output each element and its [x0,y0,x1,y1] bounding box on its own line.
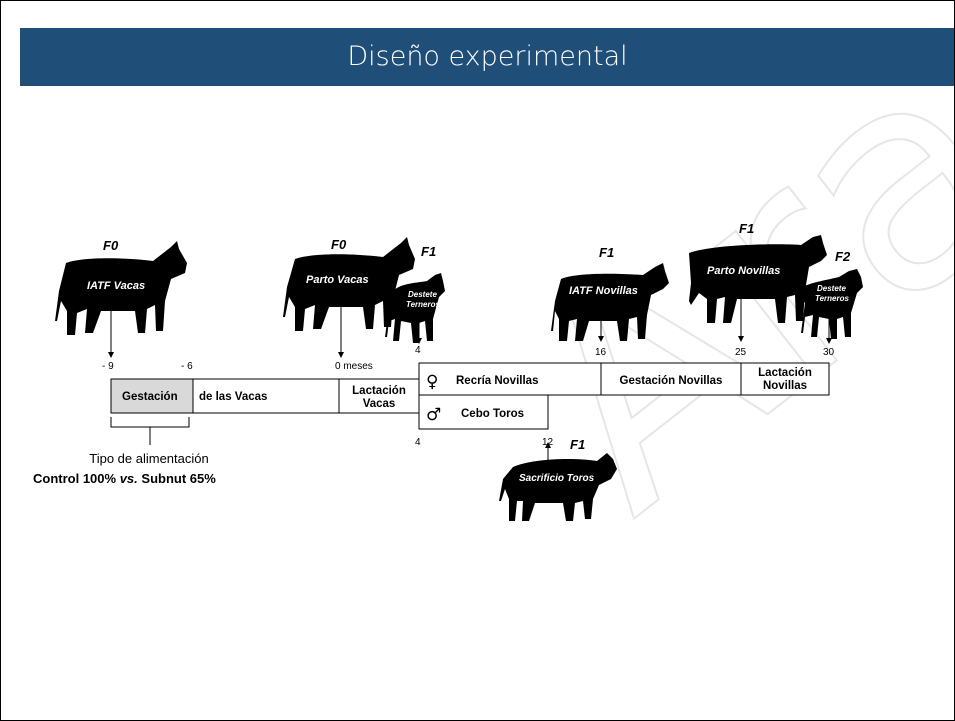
label-iatf-novillas: IATF Novillas [569,285,638,297]
label-destete-1b: Terneros [406,300,440,309]
tick-minus-9: - 9 [102,361,114,372]
gen-f0-parto: F0 [331,237,347,252]
tick-4-bottom: 4 [415,437,421,448]
tick-0-meses: 0 meses [335,361,373,372]
gen-f1-iatf: F1 [599,245,614,260]
tick-25: 25 [735,347,747,358]
box-lactacion-vacas [338,378,420,414]
feeding-label: Tipo de alimentación [89,451,208,466]
box-de-las-vacas [192,378,340,414]
phase-lactacion-vacas-b: Vacas [363,398,396,410]
gen-f1-sacrificio: F1 [570,437,585,452]
feeding-bracket [110,417,190,445]
male-symbol-icon: ♂ [426,405,441,425]
cow-iatf-novillas-icon [551,263,669,341]
phase-gestacion: Gestación [122,391,178,403]
box-gestacion [110,378,194,414]
phase-recria-novillas: Recría Novillas [456,375,538,387]
phase-gestacion-novillas: Gestación Novillas [620,375,723,387]
gen-f1-destete: F1 [421,244,436,259]
label-destete-2b: Terneros [815,294,849,303]
bull-sacrificio-toros-icon [499,453,617,521]
tick-12: 12 [542,437,554,448]
label-sacrificio-toros: Sacrificio Toros [519,473,595,484]
gen-f1-parto: F1 [739,221,754,236]
calf-destete-1-icon [385,273,445,343]
tick-minus-6: - 6 [181,361,193,372]
box-lactacion-novillas [740,362,830,396]
tick-30: 30 [823,347,835,358]
phase-cebo-toros: Cebo Toros [461,408,524,420]
phase-lactacion-novillas-b: Novillas [763,380,807,392]
cow-parto-novillas-icon [689,235,827,323]
title-bar: Diseño experimental [20,28,954,86]
box-cebo-toros [418,394,549,430]
gen-f2-destete: F2 [835,249,851,264]
female-symbol-icon: ♀ [426,372,438,392]
label-parto-vacas: Parto Vacas [306,274,369,286]
feeding-groups: Control 100% vs. Subnut 65% [33,471,216,486]
phase-de-las-vacas: de las Vacas [199,391,267,403]
label-destete-1a: Destete [408,290,437,299]
gen-f0-iatf: F0 [103,238,119,253]
phase-lactacion-vacas-a: Lactación [352,385,406,397]
tick-4-top: 4 [415,345,421,356]
slide-title: Diseño experimental [347,41,628,72]
label-parto-novillas: Parto Novillas [707,265,780,277]
phase-lactacion-novillas-a: Lactación [758,367,812,379]
label-iatf-vacas: IATF Vacas [87,280,145,292]
cow-parto-vacas-icon [283,237,415,331]
tick-16: 16 [595,347,607,358]
calf-destete-2-icon [797,269,863,339]
label-destete-2a: Destete [817,284,846,293]
cow-iatf-vacas-icon [55,241,187,335]
